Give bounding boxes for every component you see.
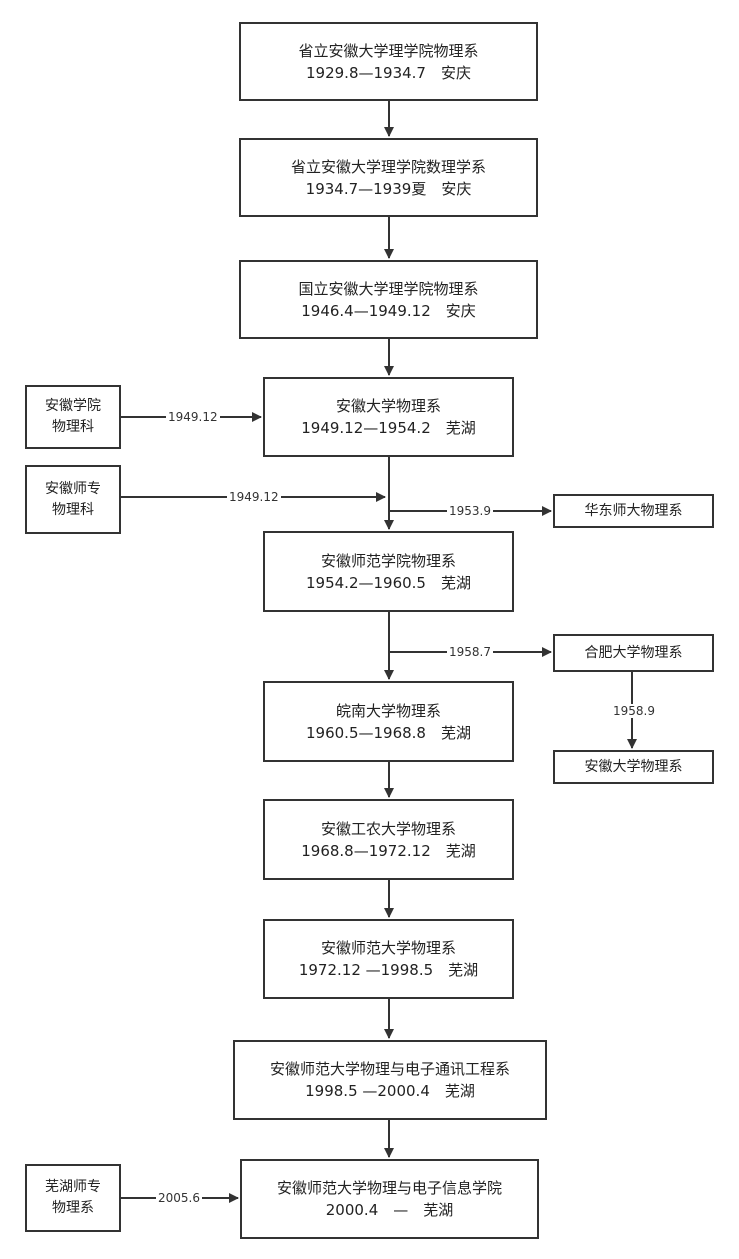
node-r2-name: 合肥大学物理系 <box>584 644 683 661</box>
node-r1-name: 华东师大物理系 <box>584 502 683 519</box>
node-r1: 华东师大物理系 <box>553 494 714 528</box>
edge-label-s1-n4: 1949.12 <box>166 410 220 424</box>
node-s3-line1: 芜湖师专 <box>45 1179 101 1195</box>
edge-label-n4-r1: 1953.9 <box>447 504 493 518</box>
node-n8: 安徽师范大学物理系 1972.12 —1998.5 芜湖 <box>263 919 514 999</box>
node-s1-line2: 物理科 <box>52 419 94 435</box>
node-n1-period: 1929.8—1934.7 安庆 <box>306 63 471 82</box>
node-n5-period: 1954.2—1960.5 芜湖 <box>306 573 471 592</box>
edge-label-r2-r3: 1958.9 <box>611 704 657 718</box>
node-n8-period: 1972.12 —1998.5 芜湖 <box>298 961 479 979</box>
node-n7: 安徽工农大学物理系 1968.8—1972.12 芜湖 <box>263 799 514 880</box>
node-n6-name: 皖南大学物理系 <box>335 701 441 720</box>
node-n4-period: 1949.12—1954.2 芜湖 <box>301 419 476 437</box>
node-r3-name: 安徽大学物理系 <box>584 758 683 775</box>
edge-label-s2-n4: 1949.12 <box>227 490 281 504</box>
node-s2-line2: 物理科 <box>52 501 94 518</box>
node-n1: 省立安徽大学理学院物理系 1929.8—1934.7 安庆 <box>239 22 538 101</box>
node-r3: 安徽大学物理系 <box>553 750 714 784</box>
node-n2: 省立安徽大学理学院数理学系 1934.7—1939夏 安庆 <box>239 138 538 217</box>
node-s2-line1: 安徽师专 <box>45 480 101 497</box>
node-n6-period: 1960.5—1968.8 芜湖 <box>306 723 471 742</box>
node-n5-name: 安徽师范学院物理系 <box>320 551 456 570</box>
node-n9-period: 1998.5 —2000.4 芜湖 <box>305 1082 475 1100</box>
node-n7-name: 安徽工农大学物理系 <box>320 819 456 838</box>
node-n10: 安徽师范大学物理与电子信息学院 2000.4 — 芜湖 <box>240 1159 539 1239</box>
node-s1: 安徽学院 物理科 <box>25 385 121 449</box>
node-n3-name: 国立安徽大学理学院物理系 <box>298 279 479 298</box>
node-s2: 安徽师专 物理科 <box>25 465 121 534</box>
node-n4: 安徽大学物理系 1949.12—1954.2 芜湖 <box>263 377 514 457</box>
node-n4-name: 安徽大学物理系 <box>335 397 441 415</box>
edge-label-n5-r2: 1958.7 <box>447 645 493 659</box>
node-n3: 国立安徽大学理学院物理系 1946.4—1949.12 安庆 <box>239 260 538 339</box>
node-s3-line2: 物理系 <box>52 1200 94 1216</box>
node-r2: 合肥大学物理系 <box>553 634 714 672</box>
node-n9-name: 安徽师范大学物理与电子通讯工程系 <box>269 1060 510 1078</box>
node-n2-period: 1934.7—1939夏 安庆 <box>305 179 472 198</box>
node-n7-period: 1968.8—1972.12 芜湖 <box>301 841 476 860</box>
node-n5: 安徽师范学院物理系 1954.2—1960.5 芜湖 <box>263 531 514 612</box>
node-n10-name: 安徽师范大学物理与电子信息学院 <box>276 1179 502 1197</box>
edge-label-s3-n10: 2005.6 <box>156 1191 202 1205</box>
node-s1-line1: 安徽学院 <box>45 398 101 414</box>
node-n6: 皖南大学物理系 1960.5—1968.8 芜湖 <box>263 681 514 762</box>
node-s3: 芜湖师专 物理系 <box>25 1164 121 1232</box>
node-n3-period: 1946.4—1949.12 安庆 <box>301 301 476 320</box>
node-n9: 安徽师范大学物理与电子通讯工程系 1998.5 —2000.4 芜湖 <box>233 1040 547 1120</box>
node-n2-name: 省立安徽大学理学院数理学系 <box>290 157 486 176</box>
node-n10-period: 2000.4 — 芜湖 <box>325 1201 454 1219</box>
node-n1-name: 省立安徽大学理学院物理系 <box>298 41 479 60</box>
node-n8-name: 安徽师范大学物理系 <box>320 939 456 957</box>
